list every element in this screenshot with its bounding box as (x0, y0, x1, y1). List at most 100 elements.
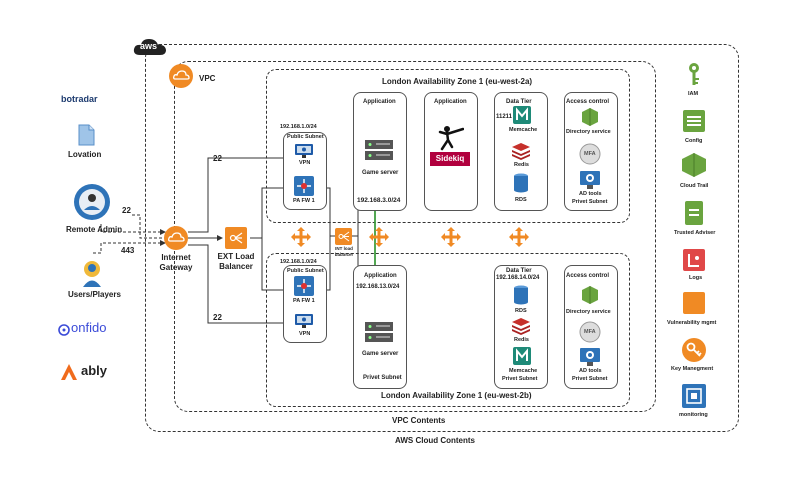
zone-b-game-server-label: Game server (362, 351, 399, 357)
zone-b-boundary (266, 253, 630, 407)
remote-admin-icon (72, 182, 112, 227)
logs-label: Logs (689, 275, 703, 281)
zone-a-public-cidr: 192.168.1.0/24 (280, 124, 317, 130)
kicker-figure-icon (438, 125, 465, 156)
zone-b-memcache-label: Memcache (509, 368, 538, 374)
onfido-icon (58, 323, 70, 341)
zone-a-access-subnet: Privet Subnet (572, 199, 608, 205)
zone-a-memcache-label: Memcache (509, 127, 538, 133)
iam-label: IAM (688, 91, 699, 97)
iam-icon (686, 62, 702, 91)
zone-a-ad-tools-label: AD tools (579, 191, 602, 197)
config-label: Config (685, 138, 703, 144)
zone-b-data-subnet: Privet Subnet (502, 376, 538, 382)
ext-load-balancer-label: EXT Load Balancer (217, 252, 255, 271)
zone-b-rds-label: RDS (515, 308, 527, 314)
mfa-icon (579, 143, 601, 170)
botradar-logo: botradar (61, 94, 98, 104)
monitoring-label: monitoring (679, 412, 708, 418)
lovation-icon (77, 124, 95, 151)
zone-b-app-cidr: 192.168.13.0/24 (356, 284, 400, 290)
ably-logo: ably (81, 363, 108, 378)
zone-a-access-title: Access control (566, 99, 610, 105)
zone-a-directory-label: Directory service (566, 129, 611, 135)
ad-tools-icon (579, 170, 601, 195)
int-load-balancer-icon[interactable] (335, 228, 352, 250)
zone-a-pafw-label: PA FW 1 (293, 198, 315, 204)
vpn-icon (294, 313, 314, 334)
zone-a-application-1[interactable] (353, 92, 407, 211)
port-22-admin: 22 (122, 206, 131, 215)
port-22-top: 22 (213, 154, 222, 163)
vulnerability-mgmt-label: Vulnerability mgmt (667, 320, 717, 326)
zone-b-public-cidr: 192.168.1.0/24 (280, 259, 317, 265)
pa-firewall-icon (294, 276, 314, 301)
directory-service-icon (581, 107, 599, 132)
zone-b-ad-tools-label: AD tools (579, 368, 602, 374)
aws-cloud-contents-label: AWS Cloud Contents (395, 436, 475, 445)
zone-b-data-cidr: 192.168.14.0/24 (496, 275, 540, 281)
trusted-adviser-icon (682, 200, 706, 231)
zone-a-vpn-label: VPN (299, 160, 311, 166)
vpc-label: VPC (199, 74, 216, 83)
int-load-balancer-label: INT load balancer (334, 246, 354, 257)
zone-b-vpn-label: VPN (299, 331, 311, 337)
users-players-label: Users/Players (68, 290, 121, 299)
ad-tools-icon (579, 347, 601, 372)
remote-admin-label: Remote Admin (66, 225, 123, 234)
port-443: 443 (121, 246, 135, 255)
zone-b-title: London Availability Zone 1 (eu-west-2b) (381, 391, 532, 400)
zone-a-redis-label: Redis (514, 162, 529, 168)
config-icon (681, 108, 707, 139)
key-management-icon (681, 337, 707, 368)
cross-arrow-icon (440, 226, 462, 253)
lovation-label: Lovation (68, 150, 102, 159)
zone-b-redis-label: Redis (514, 337, 529, 343)
zone-b-directory-label: Directory service (566, 309, 611, 315)
port-22-bottom: 22 (213, 313, 222, 322)
directory-service-icon (581, 285, 599, 310)
aws-badge-label: aws (140, 41, 158, 51)
vpn-icon (294, 143, 314, 164)
game-server-icon (364, 139, 394, 166)
cross-arrow-icon (290, 226, 312, 253)
sidekiq-logo: Sidekiq (430, 152, 470, 166)
vpc-contents-label: VPC Contents (392, 416, 446, 425)
zone-b-pafw-label: PA FW 1 (293, 298, 315, 304)
ext-load-balancer-icon[interactable] (225, 227, 247, 254)
zone-b-mfa-label: MFA (584, 329, 596, 335)
zone-b-app-subnet: Privet Subnet (363, 375, 402, 381)
cross-arrow-icon (368, 226, 390, 253)
zone-a-app1-title: Application (363, 99, 396, 105)
memcache-port: 11211 (496, 114, 513, 120)
game-server-icon (364, 321, 394, 348)
zone-a-rds-label: RDS (515, 197, 527, 203)
aws-badge: aws (132, 36, 168, 58)
zone-a-boundary (266, 69, 630, 223)
zone-a-title: London Availability Zone 1 (eu-west-2a) (382, 77, 533, 86)
cloud-trail-label: Cloud Trail (680, 183, 709, 189)
zone-b-access-title: Access control (566, 273, 610, 279)
zone-a-application-2[interactable] (424, 92, 478, 211)
zone-a-public-subnet-label: Public Subnet (287, 134, 324, 140)
onfido-logo: onfido (71, 320, 107, 335)
ably-icon (60, 363, 78, 386)
zone-a-mfa-label: MFA (584, 151, 596, 157)
zone-b-public-subnet-label: Public Subnet (287, 268, 324, 274)
vpc-cloud-icon (168, 63, 194, 94)
trusted-adviser-label: Trusted Adviser (674, 230, 716, 236)
cross-arrow-icon (508, 226, 530, 253)
cloud-trail-icon (681, 152, 707, 183)
zone-a-data-tier-title: Data Tier (506, 99, 532, 105)
zone-b-access-subnet: Privet Subnet (572, 376, 608, 382)
pa-firewall-icon (294, 176, 314, 201)
internet-gateway-icon[interactable] (163, 225, 189, 256)
users-players-icon (80, 260, 104, 293)
internet-gateway-label: Internet Gateway (159, 253, 193, 272)
monitoring-icon (681, 383, 707, 414)
memcache-icon (513, 347, 531, 370)
mfa-icon (579, 321, 601, 348)
aws-cloud-icon (133, 39, 166, 55)
key-management-label: Key Manegment (671, 366, 714, 372)
